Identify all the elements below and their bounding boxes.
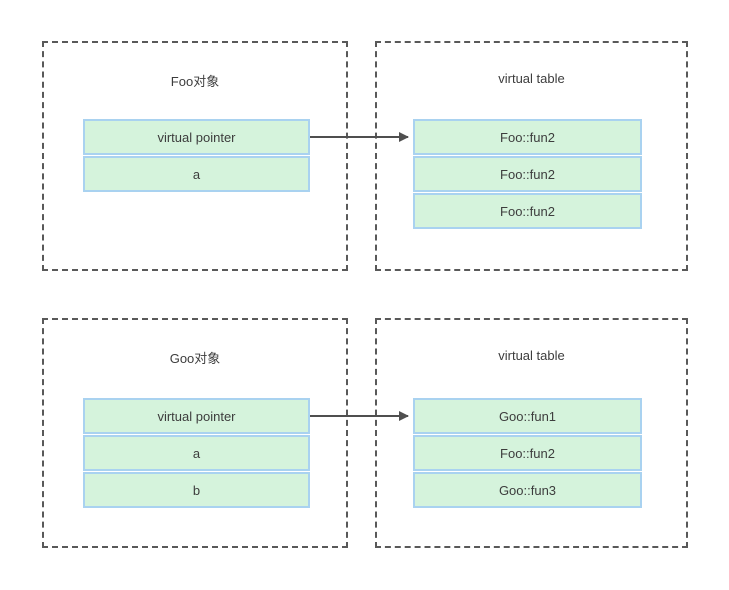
- goo-vtable-box: virtual table: [375, 318, 688, 548]
- goo-object-box: Goo对象: [42, 318, 348, 548]
- goo-vtable-cell-2: Goo::fun3: [413, 472, 642, 508]
- foo-object-box: Foo对象: [42, 41, 348, 271]
- foo-vtable-cell-1: Foo::fun2: [413, 156, 642, 192]
- foo-object-table: virtual pointer a: [83, 119, 310, 192]
- foo-virtual-pointer-cell: virtual pointer: [83, 119, 310, 155]
- foo-member-a-cell: a: [83, 156, 310, 192]
- goo-member-a-cell: a: [83, 435, 310, 471]
- foo-vtable-table: Foo::fun2 Foo::fun2 Foo::fun2: [413, 119, 642, 229]
- goo-vtable-cell-0: Goo::fun1: [413, 398, 642, 434]
- goo-virtual-pointer-cell: virtual pointer: [83, 398, 310, 434]
- goo-vtable-cell-1: Foo::fun2: [413, 435, 642, 471]
- goo-vtable-title: virtual table: [498, 348, 565, 363]
- foo-object-title: Foo对象: [170, 74, 220, 89]
- goo-object-table: virtual pointer a b: [83, 398, 310, 508]
- goo-member-b-cell: b: [83, 472, 310, 508]
- foo-vtable-title: virtual table: [498, 71, 565, 86]
- foo-vtable-box: virtual table: [375, 41, 688, 271]
- goo-object-title: Goo对象: [169, 351, 221, 366]
- foo-vtable-cell-0: Foo::fun2: [413, 119, 642, 155]
- foo-vtable-cell-2: Foo::fun2: [413, 193, 642, 229]
- goo-vtable-table: Goo::fun1 Foo::fun2 Goo::fun3: [413, 398, 642, 508]
